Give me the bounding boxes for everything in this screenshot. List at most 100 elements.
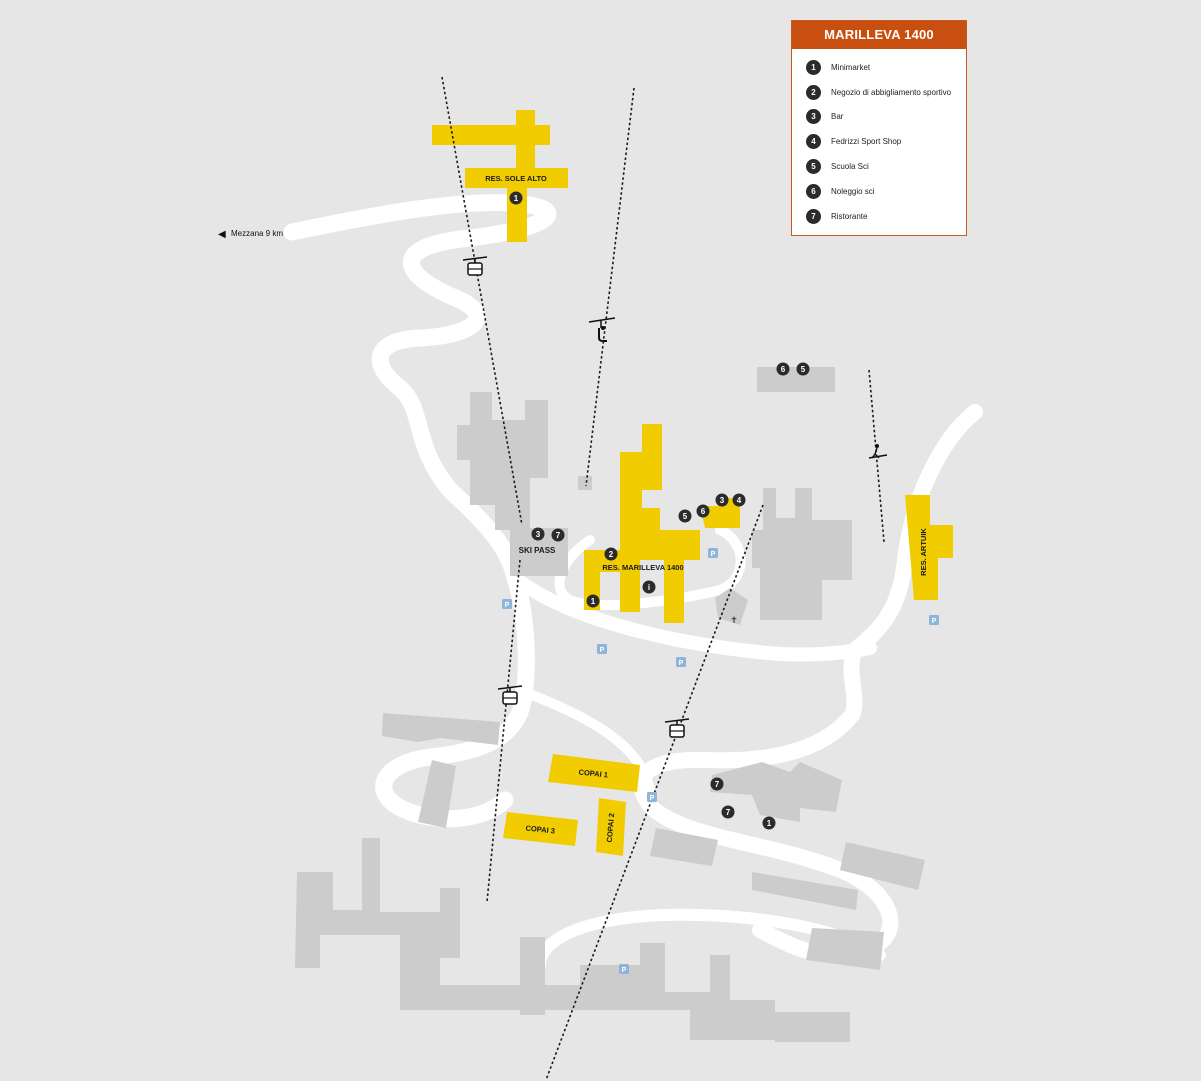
legend-panel: MARILLEVA 1400 1 Minimarket 2 Negozio di a… xyxy=(791,20,967,236)
service-badges: 1 6 5 3 4 6 5 3 7 2 i 1 7 7 1 xyxy=(509,191,810,830)
badge-3: 3 xyxy=(715,493,729,507)
legend-item: 5 Scuola Sci xyxy=(806,154,966,179)
legend-item: 3 Bar xyxy=(806,105,966,130)
parking-icon: P xyxy=(708,548,718,558)
badge-1: 1 xyxy=(762,816,776,830)
svg-text:P: P xyxy=(650,795,655,802)
label-ski-pass: SKI PASS xyxy=(519,546,556,555)
svg-text:5: 5 xyxy=(801,365,806,374)
parking-markers: P P P P P P P xyxy=(502,548,939,974)
legend-label: Scuola Sci xyxy=(831,162,869,172)
svg-text:1: 1 xyxy=(767,819,772,828)
res-marilleva-wing xyxy=(700,498,740,528)
label-copai-3: COPAI 3 xyxy=(525,823,555,835)
legend-label: Ristorante xyxy=(831,211,868,221)
chairlift-line xyxy=(585,87,635,487)
roads xyxy=(283,194,983,971)
legend-title: MARILLEVA 1400 xyxy=(792,21,966,49)
svg-text:4: 4 xyxy=(737,496,742,505)
svg-text:3: 3 xyxy=(720,496,725,505)
svg-text:P: P xyxy=(679,660,684,667)
svg-text:i: i xyxy=(648,583,650,592)
label-res-marilleva: RES. MARILLEVA 1400 xyxy=(602,563,683,572)
gondola-icon xyxy=(462,256,488,276)
legend-number: 1 xyxy=(806,59,821,75)
svg-text:P: P xyxy=(600,647,605,654)
legend-label: Minimarket xyxy=(831,62,871,72)
church-icon: ✝ xyxy=(730,616,738,626)
badge-3: 3 xyxy=(531,527,545,541)
resorts xyxy=(432,110,953,856)
parking-icon: P xyxy=(502,599,512,609)
badge-5: 5 xyxy=(678,509,692,523)
direction-arrow-icon: ◀ xyxy=(218,229,226,240)
parking-icon: P xyxy=(597,644,607,654)
res-artuik-shape xyxy=(905,495,953,600)
svg-text:P: P xyxy=(505,602,510,609)
svg-text:P: P xyxy=(711,551,716,558)
badge-1: 1 xyxy=(509,191,523,205)
road-to-artuik xyxy=(633,404,983,963)
label-copai-2: COPAI 2 xyxy=(605,813,617,843)
gondola-icon xyxy=(664,718,690,738)
badge-2: 2 xyxy=(604,547,618,561)
direction-mezzana: ◀ Mezzana 9 km xyxy=(218,229,283,240)
res-sole-alto-shape xyxy=(432,110,568,242)
gondola-line-sole-alto xyxy=(441,76,523,526)
label-res-artuik: RES. ARTUIK xyxy=(919,528,928,576)
legend-number: 2 xyxy=(806,84,821,100)
legend-item: 2 Negozio di abbigliamento sportivo xyxy=(806,80,966,105)
svg-text:6: 6 xyxy=(781,365,786,374)
parking-icon: P xyxy=(929,615,939,625)
legend-label: Noleggio sci xyxy=(831,186,875,196)
legend-number: 5 xyxy=(806,159,821,175)
legend-number: 4 xyxy=(806,134,821,150)
svg-text:1: 1 xyxy=(514,194,519,203)
badge-6: 6 xyxy=(696,504,710,518)
ring-road-marilleva xyxy=(508,571,877,662)
legend-item: 6 Noleggio sci xyxy=(806,179,966,204)
badge-4: 4 xyxy=(732,493,746,507)
badge-7: 7 xyxy=(710,777,724,791)
parking-icon: P xyxy=(647,792,657,802)
svg-text:7: 7 xyxy=(556,531,561,540)
svg-text:P: P xyxy=(932,618,937,625)
badge-5: 5 xyxy=(796,362,810,376)
legend-number: 7 xyxy=(806,208,821,224)
label-res-sole-alto: RES. SOLE ALTO xyxy=(485,174,547,183)
svg-text:3: 3 xyxy=(536,530,541,539)
legend-item: 7 Ristorante xyxy=(806,204,966,229)
badge-7: 7 xyxy=(551,528,565,542)
copai-3-shape xyxy=(503,812,578,846)
legend-number: 3 xyxy=(806,109,821,125)
svg-text:5: 5 xyxy=(683,512,688,521)
legend-item: 1 Minimarket xyxy=(806,55,966,80)
copai-2-shape xyxy=(596,798,626,856)
parking-icon: P xyxy=(676,657,686,667)
legend-label: Fedrizzi Sport Shop xyxy=(831,137,902,147)
svg-text:7: 7 xyxy=(726,808,731,817)
legend-label: Bar xyxy=(831,112,844,122)
legend-item: 4 Fedrizzi Sport Shop xyxy=(806,129,966,154)
legend-list: 1 Minimarket 2 Negozio di abbigliamento sp… xyxy=(792,49,966,229)
gondola-line-lower xyxy=(486,559,521,903)
legend-number: 6 xyxy=(806,183,821,199)
badge-7: 7 xyxy=(721,805,735,819)
buildings xyxy=(295,367,925,1042)
gondola-icon xyxy=(497,685,523,705)
info-icon: i xyxy=(642,580,656,594)
chairlift-icon xyxy=(588,317,616,342)
branch-road xyxy=(515,685,655,795)
res-marilleva-shape xyxy=(584,424,700,623)
svg-text:1: 1 xyxy=(591,597,596,606)
legend-label: Negozio di abbigliamento sportivo xyxy=(831,87,952,97)
badge-6: 6 xyxy=(776,362,790,376)
place-labels: RES. SOLE ALTO RES. MARILLEVA 1400 RES. … xyxy=(485,174,928,843)
svg-text:6: 6 xyxy=(701,507,706,516)
main-road xyxy=(283,194,557,828)
svg-text:P: P xyxy=(622,967,627,974)
direction-label: Mezzana 9 km xyxy=(231,229,283,238)
badge-1: 1 xyxy=(586,594,600,608)
copai-1-shape xyxy=(548,754,640,792)
